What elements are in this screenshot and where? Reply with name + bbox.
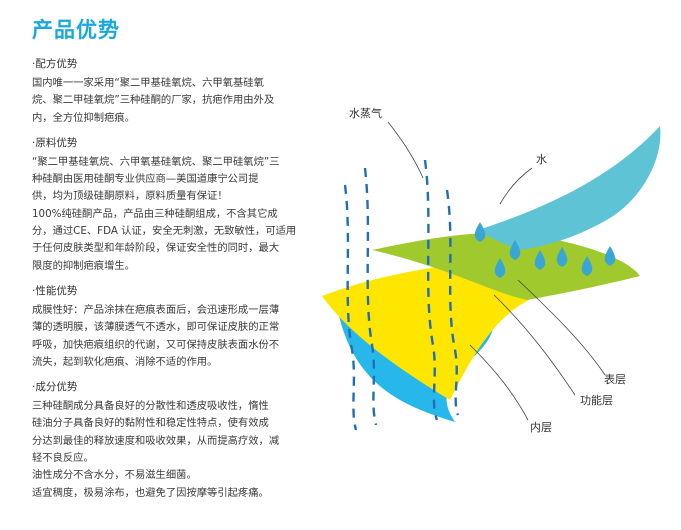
body-line: 适宜稠度，极易涂布，也避免了因按摩等引起疼痛。 [32,486,269,499]
water-drop-icon [494,258,506,278]
water-drop-icon [556,247,568,267]
text-column: ·配方优势 国内唯一一家采用“聚二甲基硅氧烷、六甲氧基硅氧 烷、聚二甲硅氧烷”三… [32,57,304,511]
body-line: 限度的抑制疤痕增生。 [32,259,135,272]
section-material: ·原料优势 “聚二甲基硅氧烷、六甲氧基硅氧烷、聚二甲硅氧烷”三 种硅酮由医用硅酮… [32,136,304,275]
body-line: 油性成分不含水分，不易滋生细菌。 [32,469,197,482]
water-drop-icon [534,250,546,270]
section-heading: ·性能优势 [32,284,78,297]
body-line: 种硅酮由医用硅酮专业供应商—美国道康宁公司提 [32,173,259,186]
water-drops [474,222,616,278]
body-line: 薄的透明膜，该薄膜透气不透水，即可保证皮肤的正常 [32,321,280,334]
body-line: 内，全方位抑制疤痕。 [32,111,135,124]
water-label: 水 [536,153,547,166]
vapor-label: 水蒸气 [349,106,382,120]
page-title: 产品优势 [32,18,120,42]
water-drop-icon [509,240,521,260]
inner-layer-label: 内层 [530,420,552,434]
section-heading: ·原料优势 [32,136,78,149]
leader-lines [387,121,606,421]
section-body: 三种硅酮成分具备良好的分散性和透皮吸收性，惰性 硅油分子具备良好的黏附性和稳定性… [32,398,304,502]
outer-layer-label: 表层 [604,372,626,386]
body-line: 分达到最佳的释放速度和吸收效果，从而提高疗效，减 [32,434,280,447]
body-line: 呼吸，加快疤痕组织的代谢，又可保持皮肤表面水份不 [32,338,280,351]
vapor-lines [343,159,460,431]
body-line: 流失，起到软化疤痕、消除不适的作用。 [32,355,218,368]
body-line: 成膜性好：产品涂抹在疤痕表面后，会迅速形成一层薄 [32,303,280,316]
body-line: 烷、聚二甲硅氧烷”三种硅酮的厂家，抗疤作用由外及 [32,94,275,107]
body-line: 于任何皮肤类型和年龄阶段，保证安全性的同时，最大 [32,242,280,255]
water-drop-icon [604,246,616,266]
function-layer [322,262,539,400]
water-drop-icon [581,256,593,276]
section-performance: ·性能优势 成膜性好：产品涂抹在疤痕表面后，会迅速形成一层薄 薄的透明膜，该薄膜… [32,284,304,371]
section-body: 成膜性好：产品涂抹在疤痕表面后，会迅速形成一层薄 薄的透明膜，该薄膜透气不透水，… [32,302,304,371]
section-body: “聚二甲基硅氧烷、六甲氧基硅氧烷、聚二甲硅氧烷”三 种硅酮由医用硅酮专业供应商—… [32,154,304,275]
body-line: 国内唯一一家采用“聚二甲基硅氧烷、六甲氧基硅氧 [32,77,264,89]
outer-layer [372,233,640,300]
body-line: 三种硅酮成分具备良好的分散性和透皮吸收性，惰性 [32,400,269,413]
body-line: 100%纯硅酮产品，产品由三种硅酮组成，不含其它成 [32,207,278,220]
section-heading: ·配方优势 [32,58,78,70]
body-line: 分，通过CE、FDA 认证，安全无刺激，无致敏性，可适用 [32,225,297,238]
body-line: “聚二甲基硅氧烷、六甲氧基硅氧烷、聚二甲硅氧烷”三 [32,155,280,168]
body-line: 硅油分子具备良好的黏附性和稳定性特点，使有效成 [32,417,269,430]
water-drop-icon [474,222,486,242]
section-body: 国内唯一一家采用“聚二甲基硅氧烷、六甲氧基硅氧 烷、聚二甲硅氧烷”三种硅酮的厂家… [32,75,304,127]
function-layer-label: 功能层 [580,393,613,407]
body-line: 供，均为顶级硅酮原料，原料质量有保证！ [32,190,228,203]
section-formula: ·配方优势 国内唯一一家采用“聚二甲基硅氧烷、六甲氧基硅氧 烷、聚二甲硅氧烷”三… [32,57,304,127]
section-ingredient: ·成分优势 三种硅酮成分具备良好的分散性和透皮吸收性，惰性 硅油分子具备良好的黏… [32,380,304,502]
layer-diagram: 水蒸气 水 表层 功能层 内层 [322,106,661,434]
section-heading: ·成分优势 [32,381,78,394]
body-line: 轻不良反应。 [32,452,94,465]
peeled-sheet [478,126,661,250]
